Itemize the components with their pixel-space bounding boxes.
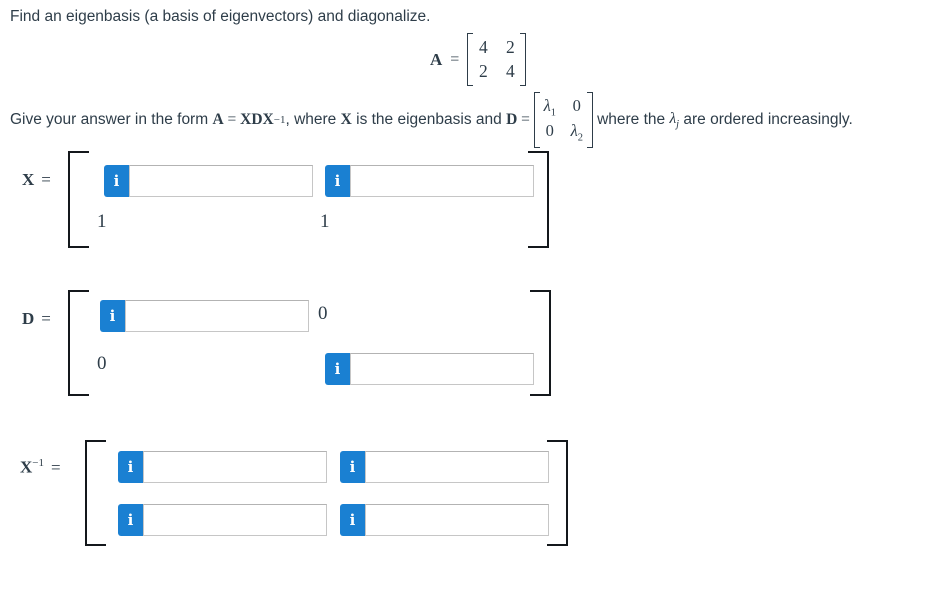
d-input-r2c2[interactable] [350,353,534,385]
a-cell-r2c1: 2 [478,61,488,81]
d-def-zero-tr: 0 [572,96,581,115]
x-inverse-exponent: −1 [32,457,44,469]
formula-equals: = [223,110,241,128]
info-icon: i [127,511,134,529]
d-entry-r2c2-group: i [325,353,534,385]
x-inverse-entry-r1c1-group: i [118,451,327,483]
d-matrix-right-bracket [530,290,551,396]
info-icon: i [334,172,341,190]
x-inverse-entry-r2c2-group: i [340,504,549,536]
x-inverse-input-r2c1[interactable] [143,504,327,536]
d-answer-symbol: D [22,309,35,328]
a-cell-r1c1: 4 [478,37,488,57]
d-symbol: D [506,110,518,128]
x-inverse-input-r1c1[interactable] [143,451,327,483]
d-answer-label: D= [22,309,51,329]
info-icon: i [349,511,356,529]
x-answer-equals: = [41,170,51,189]
a-matrix: 4 2 2 4 [467,33,527,86]
x-inverse-matrix-left-bracket [85,440,106,546]
page-title: Find an eigenbasis (a basis of eigenvect… [10,8,431,25]
info-button[interactable]: i [100,300,125,332]
x-input-r1c2[interactable] [350,165,534,197]
formula-exponent: −1 [273,113,286,126]
lambda2-subscript: 2 [577,132,583,144]
x-symbol: X [340,110,352,128]
x-inverse-input-r1c2[interactable] [365,451,549,483]
lambda-j-symbol: λ [669,109,677,127]
x-static-r2c2: 1 [320,211,330,232]
answer-row-x: X= i i 1 1 [0,151,600,248]
x-inverse-input-r2c2[interactable] [365,504,549,536]
x-entry-r1c2-group: i [325,165,534,197]
x-inverse-entry-r1c2-group: i [340,451,549,483]
d-static-r2c1: 0 [97,353,107,374]
d-def-zero-bl: 0 [545,121,554,141]
lambda1-subscript: 1 [550,107,556,119]
info-icon: i [349,458,356,476]
info-button[interactable]: i [118,451,143,483]
instruction-line: Give your answer in the form A = XDX−1, … [10,92,945,148]
x-inverse-answer-label: X−1 = [20,457,61,478]
instruction-where: , where [285,110,341,128]
d-static-r1c2: 0 [318,303,328,324]
d-entry-r1c1-group: i [100,300,309,332]
info-button[interactable]: i [340,451,365,483]
lambda2-symbol: λ [570,121,578,141]
info-button[interactable]: i [325,165,350,197]
a-equals: = [450,50,460,68]
d-equals: = [517,110,534,128]
info-icon: i [127,458,134,476]
x-entry-r1c1-group: i [104,165,313,197]
x-inverse-equals: = [51,457,61,477]
instruction-tail-post: are ordered increasingly. [679,110,853,128]
info-button[interactable]: i [340,504,365,536]
x-inverse-symbol: X [20,457,33,477]
formula-xdx: XDX [240,110,274,128]
d-def-lambda2: λ2 [570,121,584,143]
info-button[interactable]: i [325,353,350,385]
info-icon: i [334,360,341,378]
info-icon: i [109,307,116,325]
instruction-mid: is the eigenbasis and [351,110,507,128]
d-def-lambda1: λ1 [543,96,557,118]
answer-row-x-inverse: X−1 = i i i i [0,438,620,548]
info-button[interactable]: i [104,165,129,197]
info-icon: i [113,172,120,190]
d-answer-equals: = [41,309,51,328]
a-cell-r1c2: 2 [505,37,515,57]
d-matrix-left-bracket [68,290,89,396]
x-inverse-matrix-right-bracket [547,440,568,546]
x-static-r2c1: 1 [97,211,107,232]
x-matrix-right-bracket [528,151,549,248]
x-answer-symbol: X [22,170,35,189]
a-symbol: A [430,49,443,69]
lambda-j-subscript: j [676,118,680,130]
x-inverse-entry-r2c1-group: i [118,504,327,536]
info-button[interactable]: i [118,504,143,536]
instruction-lead: Give your answer in the form [10,110,213,128]
lambda1-symbol: λ [543,96,551,115]
x-answer-label: X= [22,170,51,190]
matrix-a-display: A = 4 2 2 4 [430,33,527,86]
instruction-tail-pre: where the [592,110,670,128]
a-cell-r2c2: 4 [505,61,515,81]
d-input-r1c1[interactable] [125,300,309,332]
formula-a-symbol: A [212,110,224,128]
answer-row-d: D= i 0 0 i [0,290,600,396]
lambda-j: λj [669,110,679,130]
x-matrix-left-bracket [68,151,89,248]
x-input-r1c1[interactable] [129,165,313,197]
